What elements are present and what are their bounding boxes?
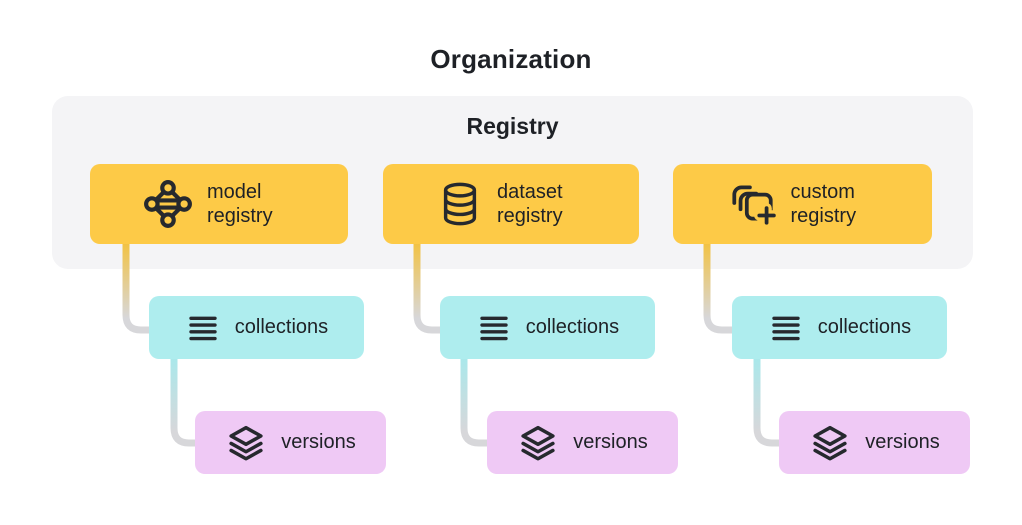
registry-panel-label: Registry (466, 113, 559, 139)
model-icon (144, 180, 192, 228)
copy-plus-icon (731, 185, 777, 228)
layers-icon (521, 425, 555, 460)
list-icon (480, 316, 508, 340)
database-icon (443, 182, 477, 226)
collections-label: collections (817, 316, 912, 339)
collections-label: collections (525, 316, 620, 339)
versions-box-1: versions (195, 411, 386, 474)
dataset-registry-label: dataset registry (497, 180, 563, 227)
versions-label: versions (865, 431, 940, 454)
list-icon (189, 316, 217, 340)
collections-box-2: collections (440, 296, 655, 359)
custom-registry-label: custom registry (790, 180, 857, 227)
model-registry-label: model registry (207, 180, 273, 227)
dataset-registry-box: dataset registry (383, 164, 639, 244)
collections-label: collections (234, 316, 329, 339)
layers-icon (229, 425, 263, 460)
connector-collections-to-versions-1 (170, 357, 196, 447)
versions-label: versions (573, 431, 648, 454)
page-title: Organization (430, 44, 592, 74)
versions-label: versions (281, 431, 356, 454)
collections-box-1: collections (149, 296, 364, 359)
custom-registry-box: custom registry (673, 164, 932, 244)
model-registry-box: model registry (90, 164, 348, 244)
connector-collections-to-versions-3 (753, 357, 780, 447)
versions-box-2: versions (487, 411, 678, 474)
connector-collections-to-versions-2 (460, 357, 488, 447)
layers-icon (813, 425, 847, 460)
list-icon (772, 316, 800, 340)
versions-box-3: versions (779, 411, 970, 474)
collections-box-3: collections (732, 296, 947, 359)
